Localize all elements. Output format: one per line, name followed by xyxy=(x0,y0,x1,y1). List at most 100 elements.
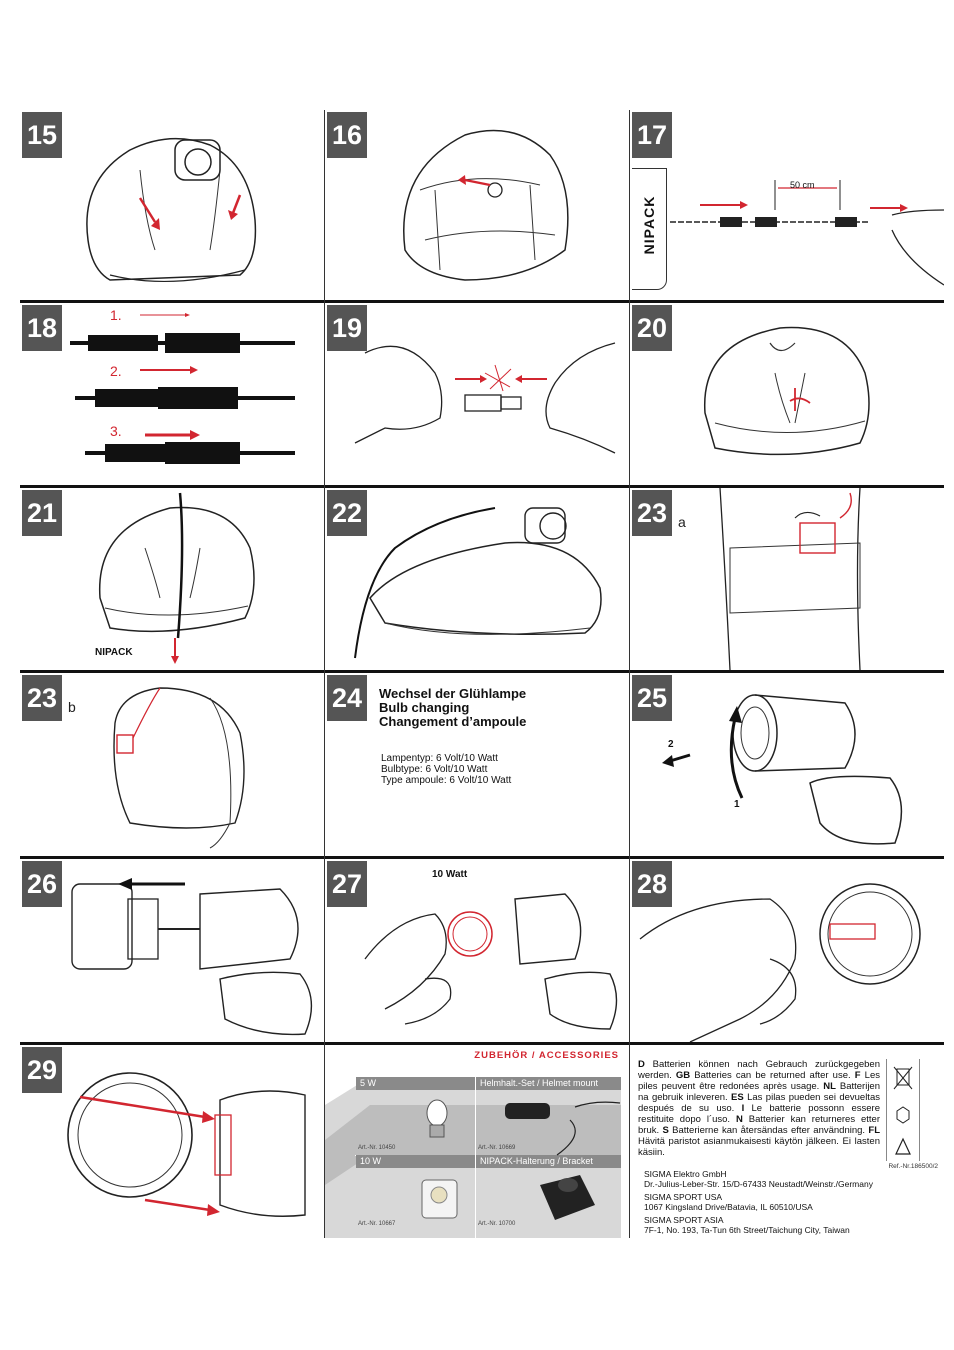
company-address: 7F-1, No. 193, Ta-Tun 6th Street/Taichun… xyxy=(644,1225,850,1235)
step-20: 20 xyxy=(630,303,944,485)
reference-number: Ref.-Nr.186500/2 xyxy=(888,1163,938,1170)
hands-connecting-illustration xyxy=(354,342,616,454)
step-19: 19 xyxy=(325,303,629,485)
accessory-products-illustration xyxy=(421,1099,621,1220)
step-26: 26 xyxy=(20,859,324,1042)
title-gb: Bulb changing xyxy=(379,700,470,715)
step-number: 20 xyxy=(632,305,672,351)
nipack-label: NIPACK xyxy=(95,647,133,658)
cable-routing-illustration xyxy=(98,492,255,664)
step-29: 29 xyxy=(20,1045,324,1238)
step-number: 28 xyxy=(632,861,672,907)
step-number: 16 xyxy=(327,112,367,158)
info-panel: D Batterien können nach Gebrauch zurückg… xyxy=(630,1045,944,1238)
helmet-strap-illustration xyxy=(403,129,569,281)
crossed-bin-icon xyxy=(893,1066,913,1090)
title-fr: Changement d’ampoule xyxy=(379,714,527,729)
accessories-panel: ZUBEHÖR / ACCESSORIES 5 W Helmhalt.-Set … xyxy=(325,1045,629,1238)
step-27: 27 10 Watt xyxy=(325,859,629,1042)
step-number: 25 xyxy=(632,675,672,721)
symbol-box xyxy=(886,1059,920,1161)
cable-extension-illustration xyxy=(670,180,944,286)
accessory-art-nr: Art.-Nr. 10700 xyxy=(478,1221,516,1227)
helmet-side-illustration xyxy=(354,507,602,659)
row-divider xyxy=(20,856,944,859)
rotate-step-2: 2 xyxy=(668,739,674,750)
step-18: 18 1. xyxy=(20,303,324,485)
row-divider xyxy=(20,670,944,673)
instruction-grid: 15 16 17 NIPACK xyxy=(20,110,944,1238)
bulb-spec: Lampentyp: 6 Volt/10 Watt Bulbtype: 6 Vo… xyxy=(381,753,511,786)
step-label-3: 3. xyxy=(110,423,122,439)
bulb-5w-icon xyxy=(426,1099,448,1138)
step-15: 15 xyxy=(20,110,324,300)
backpack-illustration xyxy=(113,687,245,849)
step-number: 19 xyxy=(327,305,367,351)
step-number: 24 xyxy=(327,675,367,721)
step-28: 28 xyxy=(630,859,944,1042)
step-number: 21 xyxy=(22,490,62,536)
step-25: 25 1 2 xyxy=(630,673,944,856)
column-divider xyxy=(324,110,325,1238)
row-divider xyxy=(20,1042,944,1045)
nipack-tab: NIPACK xyxy=(632,168,667,290)
company-name: SIGMA SPORT USA xyxy=(644,1192,723,1202)
accessory-label: Helmhalt.-Set / Helmet mount xyxy=(476,1077,621,1090)
step-22: 22 xyxy=(325,488,629,670)
step-number: 18 xyxy=(22,305,62,351)
spec-de: Lampentyp: 6 Volt/10 Watt xyxy=(381,753,498,764)
battery-note: D Batterien können nach Gebrauch zurückg… xyxy=(638,1059,881,1158)
rotate-step-1: 1 xyxy=(734,799,740,810)
distance-label: 50 cm xyxy=(790,180,815,190)
company-name: SIGMA Elektro GmbH xyxy=(644,1169,727,1179)
step-21: 21 NIPACK xyxy=(20,488,324,670)
bulb-10w-icon xyxy=(421,1179,458,1219)
address-block: SIGMA Elektro GmbH Dr.-Julius-Leber-Str.… xyxy=(644,1169,873,1235)
title-de: Wechsel der Glühlampe xyxy=(379,686,527,701)
company-address: Dr.-Julius-Leber-Str. 15/D-67433 Neustad… xyxy=(644,1179,873,1189)
accessory-label: 10 W xyxy=(356,1155,475,1168)
accessories-title: ZUBEHÖR / ACCESSORIES xyxy=(474,1050,619,1061)
accessory-label: NIPACK-Halterung / Bracket xyxy=(476,1155,621,1168)
step-number: 29 xyxy=(22,1047,62,1093)
lens-reassembly-illustration xyxy=(67,1072,306,1217)
spec-gb: Bulbtype: 6 Volt/10 Watt xyxy=(381,764,488,775)
step-16: 16 xyxy=(325,110,629,300)
bulb-watt-label: 10 Watt xyxy=(432,869,468,880)
belt-pocket-illustration xyxy=(719,488,861,670)
bulb-insert-illustration xyxy=(364,893,618,1030)
battery-symbol-icon xyxy=(896,1106,910,1124)
company-name: SIGMA SPORT ASIA xyxy=(644,1215,724,1225)
connector-steps-illustration xyxy=(70,313,295,464)
step-number: 26 xyxy=(22,861,62,907)
step-17: 17 NIPACK 50 cm xyxy=(630,110,944,300)
spec-fr: Type ampoule: 6 Volt/10 Watt xyxy=(381,775,512,786)
disposal-symbols xyxy=(893,1066,913,1155)
row-divider xyxy=(20,300,944,303)
company-address: 1067 Kingsland Drive/Batavia, IL 60510/U… xyxy=(644,1202,813,1212)
helmet-rear-illustration xyxy=(704,326,870,456)
bulb-change-title: Wechsel der Glühlampe Bulb changing Chan… xyxy=(379,687,526,729)
nipack-bracket-icon xyxy=(540,1175,595,1220)
column-divider xyxy=(629,110,630,1238)
step-number: 27 xyxy=(327,861,367,907)
lamp-rotate-illustration xyxy=(662,694,903,845)
bulb-seating-illustration xyxy=(639,883,921,1042)
accessory-art-nr: Art.-Nr. 10669 xyxy=(478,1145,516,1151)
step-number: 15 xyxy=(22,112,62,158)
accessory-art-nr: Art.-Nr. 10667 xyxy=(358,1221,396,1227)
step-number: 22 xyxy=(327,490,367,536)
step-24: 24 Wechsel der Glühlampe Bulb changing C… xyxy=(325,673,629,856)
step-number: 17 xyxy=(632,112,672,158)
helmet-mount-set-icon xyxy=(505,1101,621,1156)
recycle-icon xyxy=(895,1137,911,1155)
lamp-disassembly-illustration xyxy=(71,878,313,1036)
step-label-1: 1. xyxy=(110,307,122,323)
helmet-mount-illustration xyxy=(86,137,257,283)
step-label-2: 2. xyxy=(110,363,122,379)
accessory-label: 5 W xyxy=(356,1077,475,1090)
